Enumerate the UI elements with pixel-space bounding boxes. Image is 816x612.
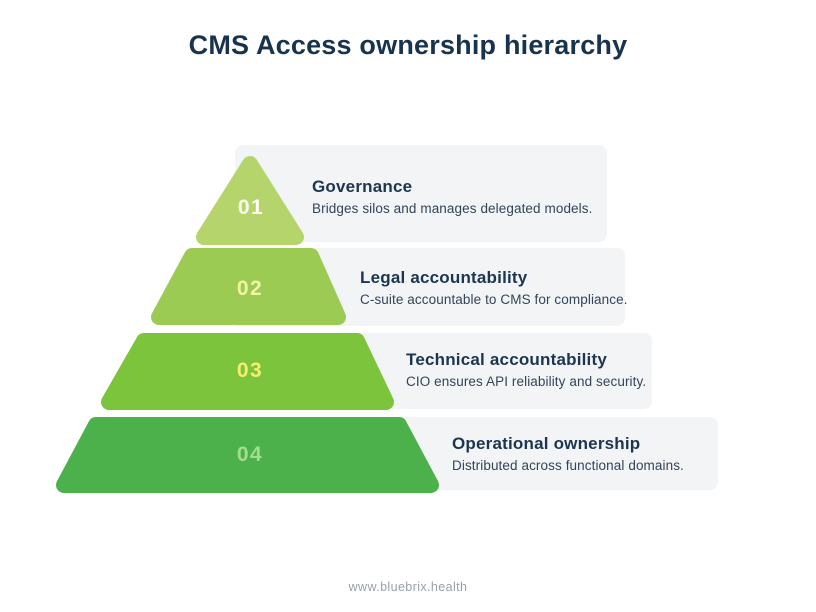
pyramid-level-1-shape — [196, 156, 304, 245]
level-1-title: Governance — [312, 177, 413, 196]
level-1-number: 01 — [237, 196, 265, 219]
level-1-text: Governance Bridges silos and manages del… — [312, 177, 592, 218]
pyramid-level-3-shape — [101, 333, 394, 410]
level-4-title: Operational ownership — [452, 434, 641, 453]
level-2-title: Legal accountability — [360, 268, 528, 287]
level-1-description: Bridges silos and manages delegated mode… — [312, 201, 593, 217]
level-3-description: CIO ensures API reliability and security… — [406, 374, 647, 390]
level-4-text: Operational ownership Distributed across… — [452, 434, 684, 475]
pyramid-level-4-shape — [56, 417, 439, 493]
level-2-text: Legal accountability C-suite accountable… — [360, 268, 628, 309]
level-2-number: 02 — [236, 277, 264, 300]
level-4-number: 04 — [236, 443, 264, 466]
pyramid-level-2-shape — [151, 248, 346, 325]
level-3-title: Technical accountability — [406, 350, 607, 369]
level-3-number: 03 — [236, 359, 264, 382]
page-title: CMS Access ownership hierarchy — [188, 30, 628, 60]
level-3-text: Technical accountability CIO ensures API… — [406, 350, 646, 391]
level-4-description: Distributed across functional domains. — [452, 458, 684, 474]
level-2-description: C-suite accountable to CMS for complianc… — [360, 292, 628, 308]
website-url: www.bluebrix.health — [348, 580, 468, 594]
